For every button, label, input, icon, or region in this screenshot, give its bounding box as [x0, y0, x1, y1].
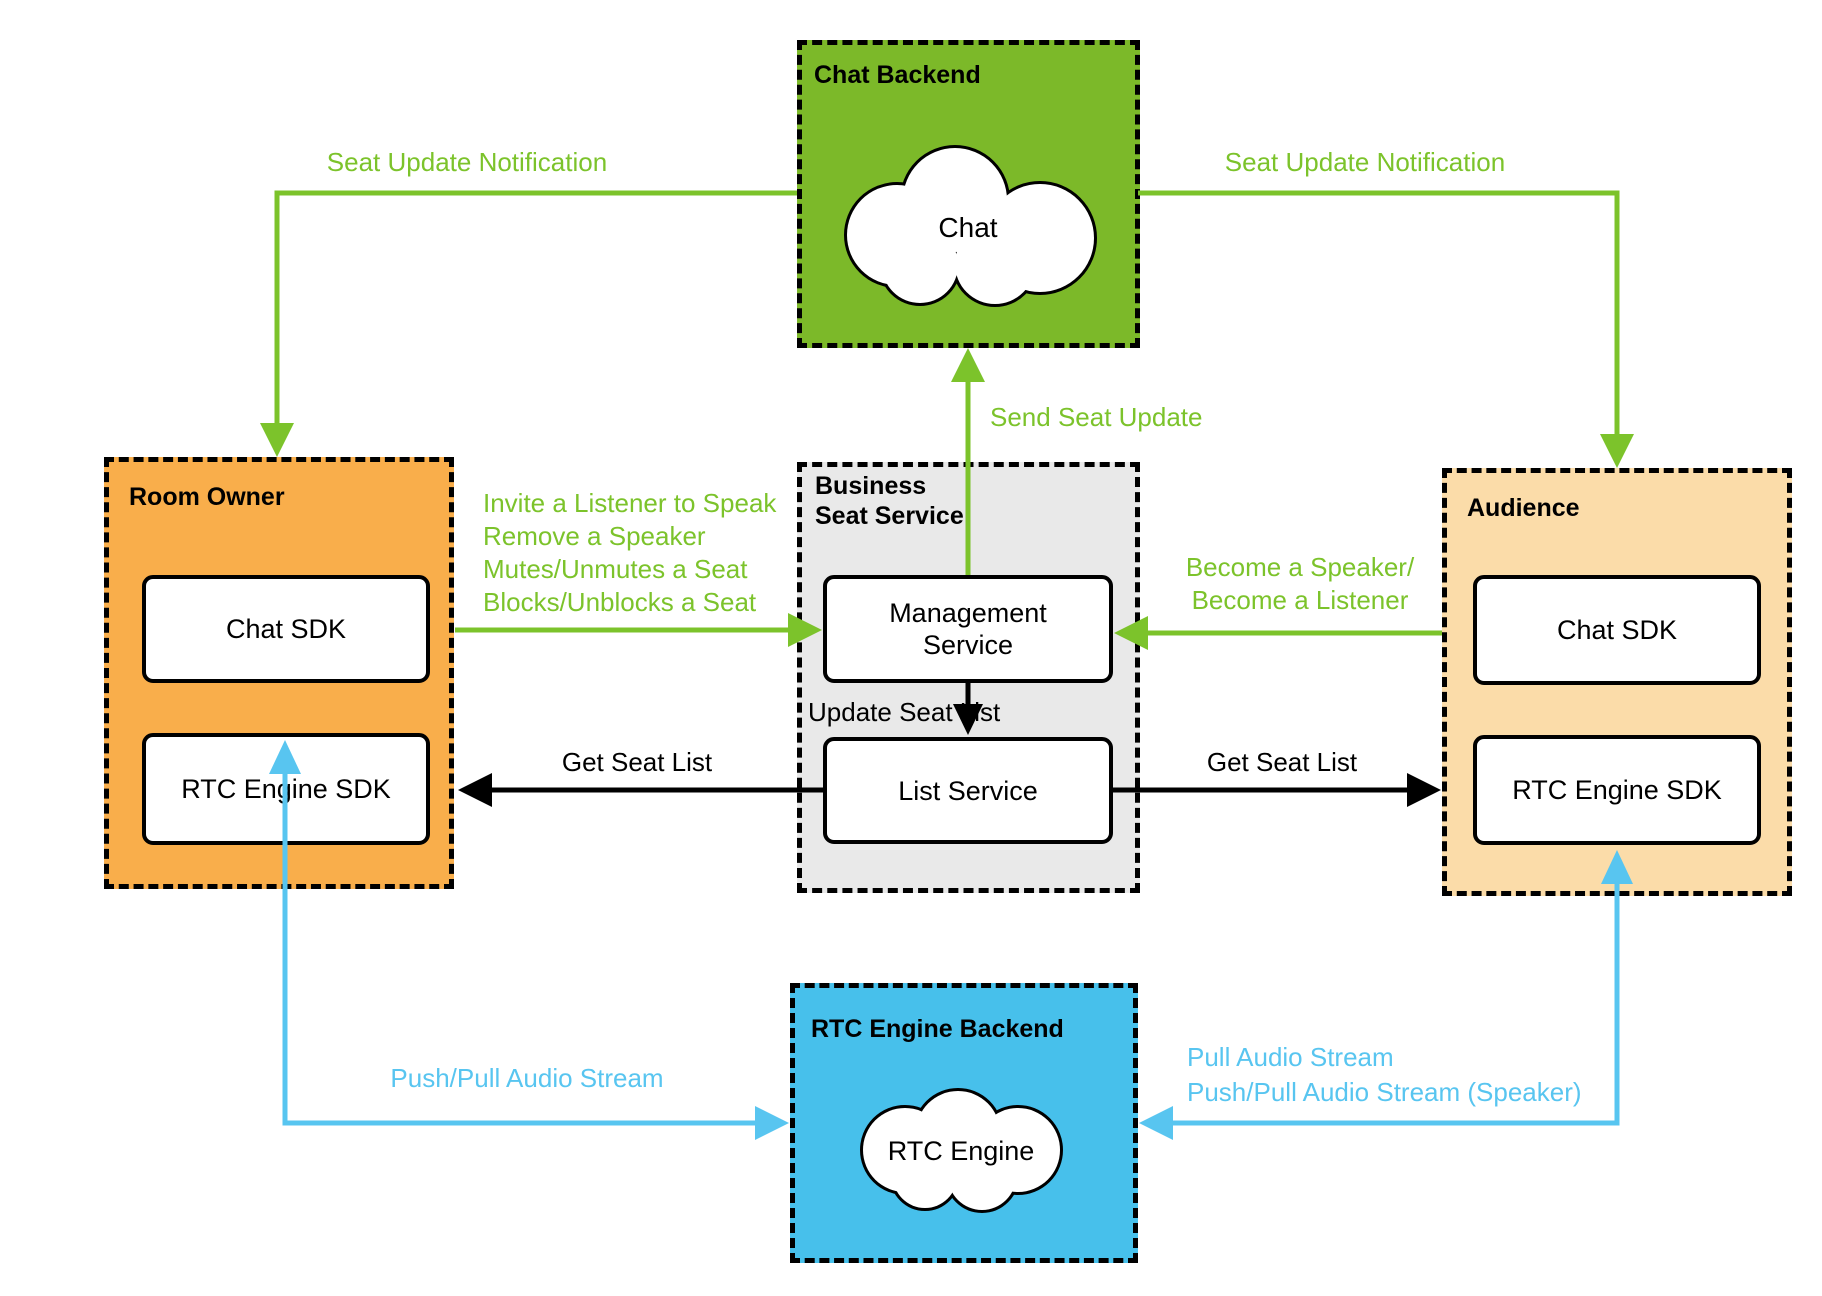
- owner-actions-label: Invite a Listener to Speak Remove a Spea…: [483, 488, 777, 617]
- push-pull-left-label: Push/Pull Audio Stream: [390, 1063, 664, 1093]
- room-owner-title: Room Owner: [129, 483, 285, 511]
- audience-chat-sdk-node: Chat SDK: [1473, 575, 1761, 685]
- seat-update-left-arrowhead: [260, 423, 294, 457]
- audience-chat-sdk-label: Chat SDK: [1556, 615, 1678, 645]
- seat-update-left-label: Seat Update Notification: [326, 147, 608, 177]
- get-seat-list-left-label: Get Seat List: [561, 747, 713, 777]
- get-seat-list-right-label: Get Seat List: [1206, 747, 1358, 777]
- management-service-label: Management Service: [889, 598, 1047, 660]
- get-seat-list-right-arrowhead: [1407, 773, 1441, 807]
- chat-backend-box: Chat Backend: [797, 40, 1140, 348]
- audience-title: Audience: [1467, 494, 1580, 522]
- rtc-engine-backend-title: RTC Engine Backend: [811, 1015, 1064, 1043]
- seat-update-right-arrow: [1138, 190, 1620, 436]
- audience-rtc-sdk-label: RTC Engine SDK: [1512, 775, 1722, 805]
- owner-rtc-sdk-node: RTC Engine SDK: [142, 733, 430, 845]
- chat-cloud-label: Chat: [938, 212, 998, 243]
- audience-rtc-sdk-node: RTC Engine SDK: [1473, 735, 1761, 845]
- management-service-node: Management Service: [823, 575, 1113, 683]
- pull-push-right-label: Pull Audio Stream Push/Pull Audio Stream…: [1187, 1042, 1582, 1107]
- seat-update-right-arrowhead: [1600, 434, 1634, 468]
- pull-push-right-arrowhead-left: [1139, 1106, 1173, 1140]
- seat-update-right-label: Seat Update Notification: [1224, 147, 1506, 177]
- send-seat-update-arrowhead: [951, 348, 985, 382]
- push-pull-left-arrowhead-right: [755, 1106, 789, 1140]
- update-seat-list-label: Update Seat List: [808, 697, 1001, 727]
- owner-rtc-sdk-label: RTC Engine SDK: [181, 774, 391, 804]
- owner-chat-sdk-node: Chat SDK: [142, 575, 430, 683]
- business-seat-service-title: Business Seat Service: [815, 472, 964, 530]
- get-seat-list-left-arrowhead: [458, 773, 492, 807]
- seat-update-left-arrow: [274, 190, 797, 425]
- send-seat-update-label: Send Seat Update: [990, 402, 1203, 432]
- owner-chat-sdk-label: Chat SDK: [225, 614, 347, 644]
- audience-actions-label: Become a Speaker/ Become a Listener: [1185, 552, 1415, 615]
- list-service-node: List Service: [823, 737, 1113, 844]
- rtc-engine-backend-box: RTC Engine Backend: [790, 983, 1138, 1263]
- list-service-label: List Service: [898, 775, 1038, 806]
- chat-backend-title: Chat Backend: [814, 61, 981, 89]
- rtc-engine-cloud-label: RTC Engine: [887, 1136, 1035, 1166]
